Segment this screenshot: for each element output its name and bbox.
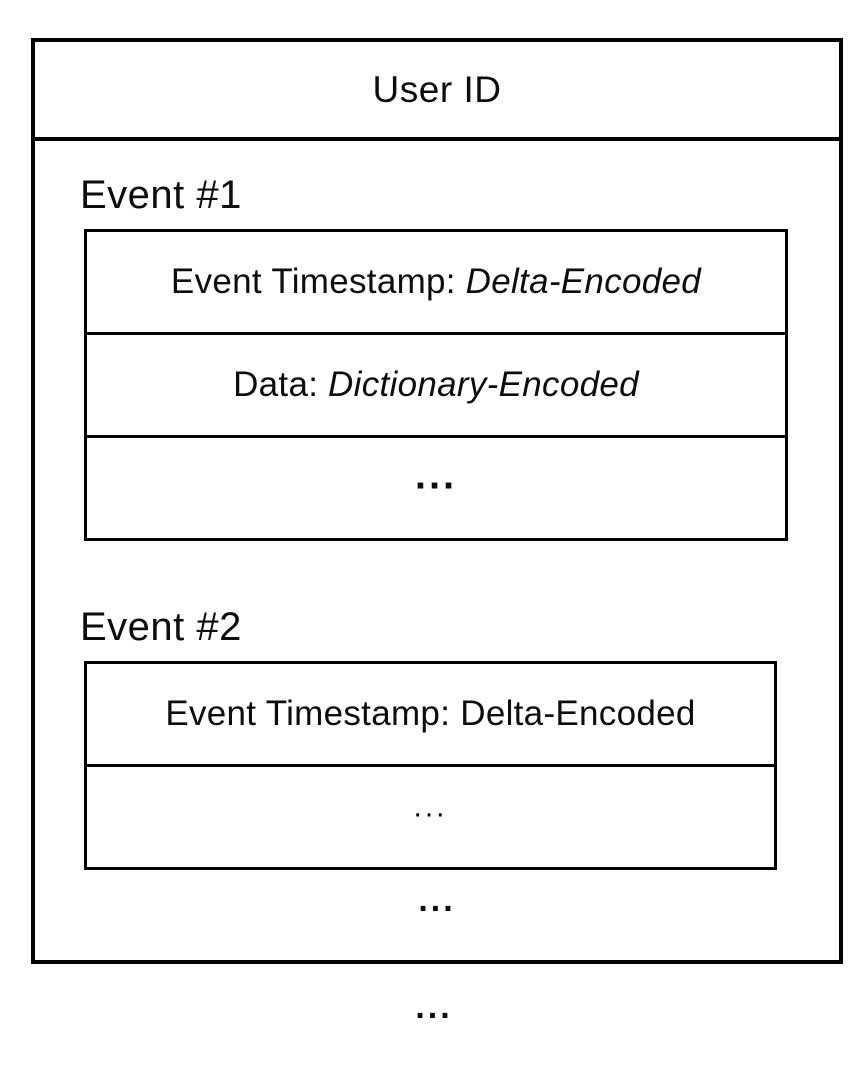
event-1-timestamp-field-label: Event Timestamp: <box>170 262 456 301</box>
event-1-more-fields-row: ... <box>87 438 785 538</box>
event-1-data-row: Data: Dictionary-Encoded <box>87 335 785 438</box>
more-events-ellipsis: ... <box>418 881 456 919</box>
event-1-data-encoding: Dictionary-Encoded <box>328 365 639 404</box>
event-2-more-fields-ellipsis: ... <box>413 790 448 824</box>
event-1-timestamp-encoding: Delta-Encoded <box>465 262 702 301</box>
event-1-label: Event #1 <box>80 173 242 217</box>
more-users-ellipsis: ... <box>415 988 453 1026</box>
record-body: Event #1 Event Timestamp: Delta-Encoded … <box>35 171 839 920</box>
event-2-timestamp-row: Event Timestamp: Delta-Encoded <box>87 664 774 767</box>
event-2-timestamp-text: Event Timestamp: Delta-Encoded <box>165 694 696 733</box>
event-1-more-fields-ellipsis: ... <box>414 452 458 497</box>
user-id-header: User ID <box>35 42 839 141</box>
event-2-box: Event Timestamp: Delta-Encoded ... <box>84 661 777 870</box>
event-2-more-fields-row: ... <box>87 767 774 867</box>
user-record-box: User ID Event #1 Event Timestamp: Delta-… <box>31 38 843 964</box>
event-1-box: Event Timestamp: Delta-Encoded Data: Dic… <box>84 229 788 541</box>
event-1-data-field-label: Data: <box>233 365 319 404</box>
event-2-label: Event #2 <box>80 605 242 649</box>
event-1-timestamp-row: Event Timestamp: Delta-Encoded <box>87 232 785 335</box>
